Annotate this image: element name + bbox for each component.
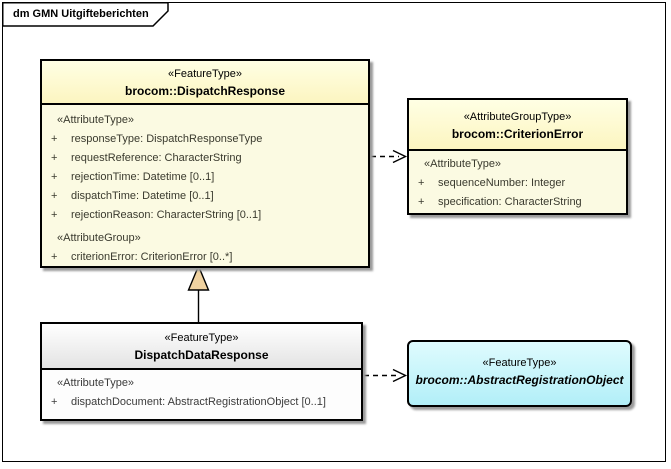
- class-name: brocom::DispatchResponse: [124, 84, 286, 98]
- class-header: «FeatureType» DispatchDataResponse: [42, 324, 361, 370]
- class-stereotype: «FeatureType»: [168, 68, 242, 80]
- attribute-row[interactable]: + requestReference: CharacterString: [42, 149, 368, 168]
- class-name: brocom::CriterionError: [451, 127, 584, 141]
- attribute-row[interactable]: + responseType: DispatchResponseType: [42, 130, 368, 149]
- attribute-text: specification: CharacterString: [438, 196, 582, 208]
- visibility: +: [418, 177, 425, 189]
- compartment-label: «AttributeType»: [424, 158, 502, 170]
- attribute-text: criterionError: CriterionError [0..*]: [71, 251, 233, 263]
- compartment-label: «AttributeType»: [57, 377, 135, 389]
- class-header: «FeatureType» brocom::DispatchResponse: [42, 61, 368, 105]
- visibility: +: [51, 133, 58, 145]
- attribute-text: rejectionReason: CharacterString [0..1]: [71, 209, 262, 221]
- attribute-row[interactable]: + sequenceNumber: Integer: [409, 174, 626, 193]
- class-stereotype: «AttributeGroupType»: [463, 111, 572, 123]
- class-stereotype: «FeatureType»: [482, 357, 557, 369]
- diagram-title: dm GMN Uitgifteberichten: [13, 8, 149, 20]
- attribute-text: dispatchDocument: AbstractRegistrationOb…: [71, 396, 326, 408]
- attribute-text: responseType: DispatchResponseType: [71, 133, 263, 145]
- attribute-row[interactable]: + rejectionReason: CharacterString [0..1…: [42, 206, 368, 225]
- attribute-row[interactable]: + dispatchTime: Datetime [0..1]: [42, 187, 368, 206]
- attribute-row[interactable]: + criterionError: CriterionError [0..*]: [42, 248, 368, 267]
- diagram-title-tab: [2, 2, 169, 27]
- title-tab-shape: [2, 2, 169, 27]
- visibility: +: [51, 171, 58, 183]
- visibility: +: [51, 251, 58, 263]
- visibility: +: [51, 396, 58, 408]
- class-name: DispatchDataResponse: [134, 348, 269, 362]
- class-header: «AttributeGroupType» brocom::CriterionEr…: [409, 100, 626, 151]
- attribute-text: rejectionTime: Datetime [0..1]: [71, 171, 215, 183]
- compartment-label: «AttributeType»: [57, 114, 135, 126]
- visibility: +: [51, 209, 58, 221]
- class-attributes: «AttributeType» + responseType: Dispatch…: [42, 105, 368, 267]
- attribute-row[interactable]: + specification: CharacterString: [409, 193, 626, 212]
- visibility: +: [51, 152, 58, 164]
- class-criterion-error[interactable]: «AttributeGroupType» brocom::CriterionEr…: [407, 98, 628, 215]
- class-abstract-registration-object[interactable]: «FeatureType» brocom::AbstractRegistrati…: [407, 340, 632, 407]
- attribute-text: dispatchTime: Datetime [0..1]: [71, 190, 214, 202]
- class-dispatch-response[interactable]: «FeatureType» brocom::DispatchResponse «…: [40, 59, 370, 268]
- class-name: brocom::AbstractRegistrationObject: [415, 373, 624, 387]
- attribute-row[interactable]: + dispatchDocument: AbstractRegistration…: [42, 393, 361, 412]
- class-attributes: «AttributeType» + dispatchDocument: Abst…: [42, 370, 361, 412]
- attribute-text: sequenceNumber: Integer: [438, 177, 566, 189]
- class-dispatch-data-response[interactable]: «FeatureType» DispatchDataResponse «Attr…: [40, 322, 363, 421]
- attribute-text: requestReference: CharacterString: [71, 152, 242, 164]
- visibility: +: [51, 190, 58, 202]
- attribute-row[interactable]: + rejectionTime: Datetime [0..1]: [42, 168, 368, 187]
- diagram-frame: [2, 2, 666, 462]
- visibility: +: [418, 196, 425, 208]
- class-stereotype: «FeatureType»: [164, 332, 239, 344]
- compartment-label: «AttributeGroup»: [57, 232, 141, 244]
- class-attributes: «AttributeType» + sequenceNumber: Intege…: [409, 151, 626, 212]
